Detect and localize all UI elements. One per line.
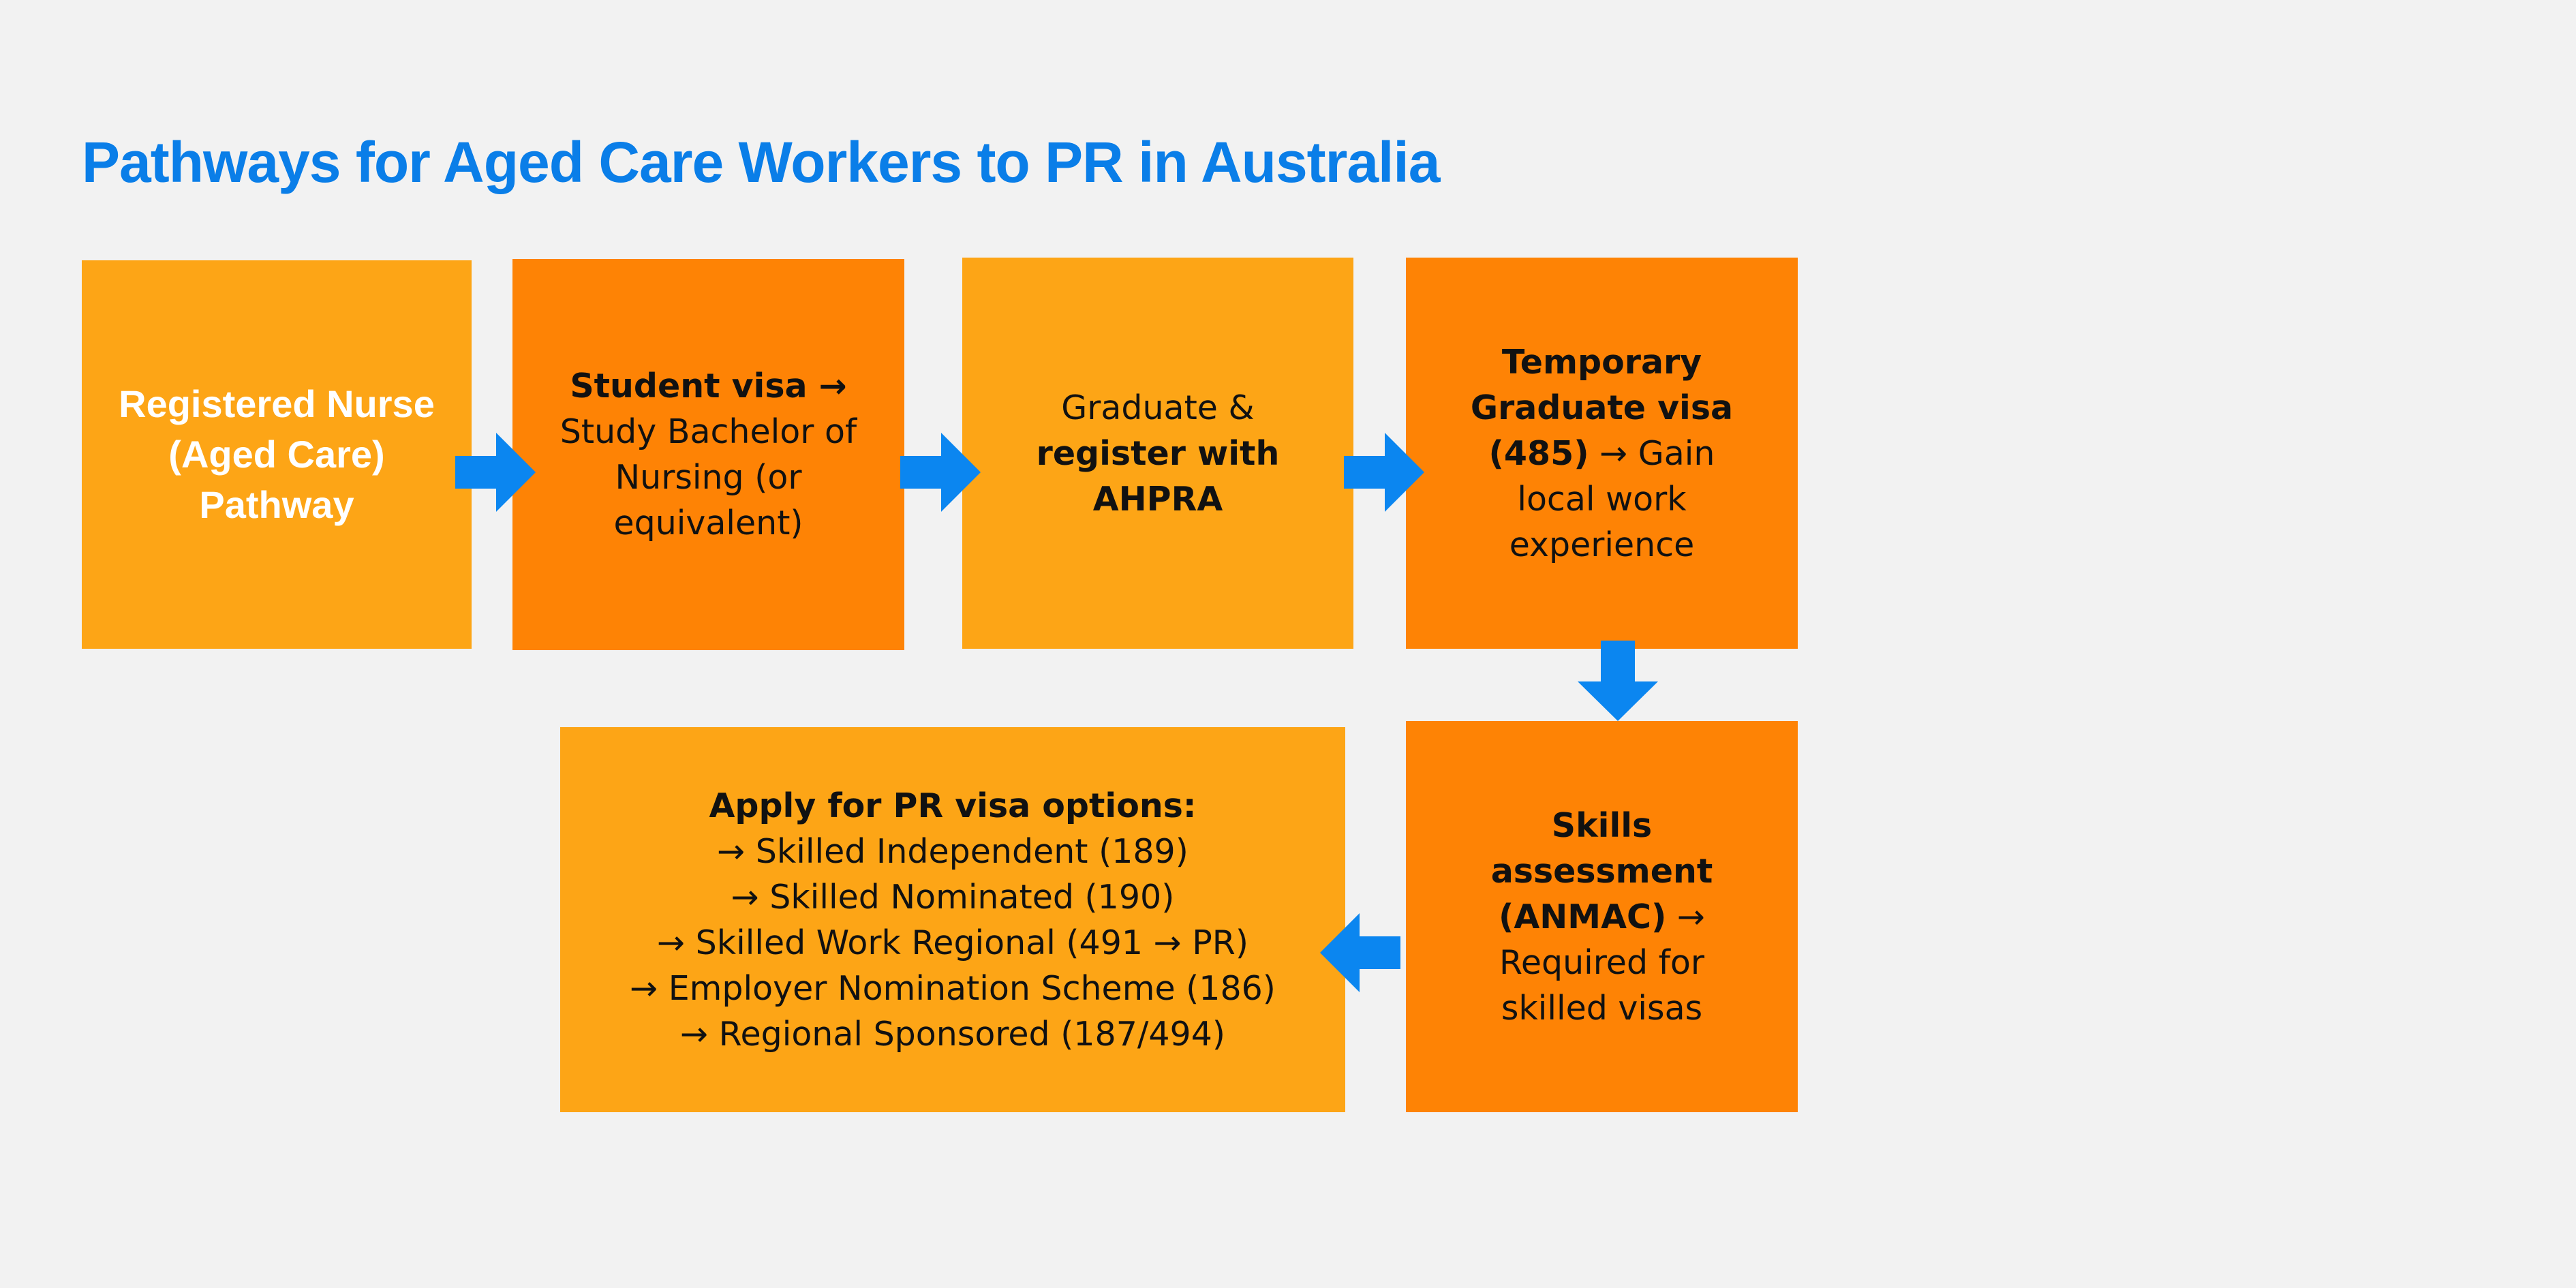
step-text-line: →	[1666, 897, 1705, 936]
step-text-bold: register with	[1036, 433, 1280, 473]
step-graduate-ahpra: Graduate & register with AHPRA	[962, 258, 1353, 649]
step-text-line: Study Bachelor of	[559, 412, 857, 451]
pr-option-item: → Regional Sponsored (187/494)	[679, 1014, 1226, 1054]
step-text-line: experience	[1509, 525, 1695, 564]
step-text-bold: AHPRA	[1092, 479, 1223, 519]
arrow-down-icon	[1578, 641, 1658, 721]
step-text-line: equivalent)	[613, 504, 803, 542]
step-text-line: Graduate &	[1061, 388, 1255, 427]
pr-option-item: → Skilled Nominated (190)	[731, 877, 1175, 917]
step-text-line: → Gain	[1589, 433, 1715, 473]
step-pr-visa-options: Apply for PR visa options: → Skilled Ind…	[560, 727, 1345, 1112]
step-student-visa: Student visa → Study Bachelor of Nursing…	[512, 259, 904, 650]
step-text-line: Registered Nurse	[119, 382, 435, 425]
step-text-bold: Graduate visa	[1470, 388, 1734, 427]
step-skills-assessment: Skills assessment (ANMAC) → Required for…	[1406, 721, 1798, 1112]
step-temporary-graduate-visa: Temporary Graduate visa (485) → Gain loc…	[1406, 258, 1798, 649]
step-text-line: skilled visas	[1501, 988, 1703, 1028]
arrow-right-icon	[455, 433, 536, 512]
step-text-line: local work	[1517, 479, 1687, 519]
step-text-line: Nursing (or	[615, 458, 802, 497]
step-text-bold: Temporary	[1501, 342, 1702, 382]
page-title: Pathways for Aged Care Workers to PR in …	[82, 130, 1440, 194]
step-text-line: Required for	[1499, 942, 1705, 982]
step-text-line: Pathway	[199, 483, 354, 526]
arrow-right-icon	[900, 433, 981, 512]
arrow-left-icon	[1320, 913, 1400, 992]
pr-option-item: → Employer Nomination Scheme (186)	[630, 968, 1276, 1008]
pr-option-item: → Skilled Work Regional (491 → PR)	[657, 923, 1248, 962]
pr-option-item: → Skilled Independent (189)	[717, 831, 1189, 871]
step-text-bold: assessment	[1490, 851, 1713, 891]
arrow-right-icon	[1344, 433, 1424, 512]
step-text-bold: Skills	[1551, 806, 1653, 845]
pr-options-heading: Apply for PR visa options:	[709, 786, 1197, 825]
step-text-bold: Student visa →	[570, 367, 847, 405]
step-text-bold: (485)	[1488, 433, 1589, 473]
step-text-line: (Aged Care)	[168, 433, 385, 476]
step-registered-nurse-pathway: Registered Nurse (Aged Care) Pathway	[82, 260, 472, 649]
step-text-bold: (ANMAC)	[1498, 897, 1667, 936]
